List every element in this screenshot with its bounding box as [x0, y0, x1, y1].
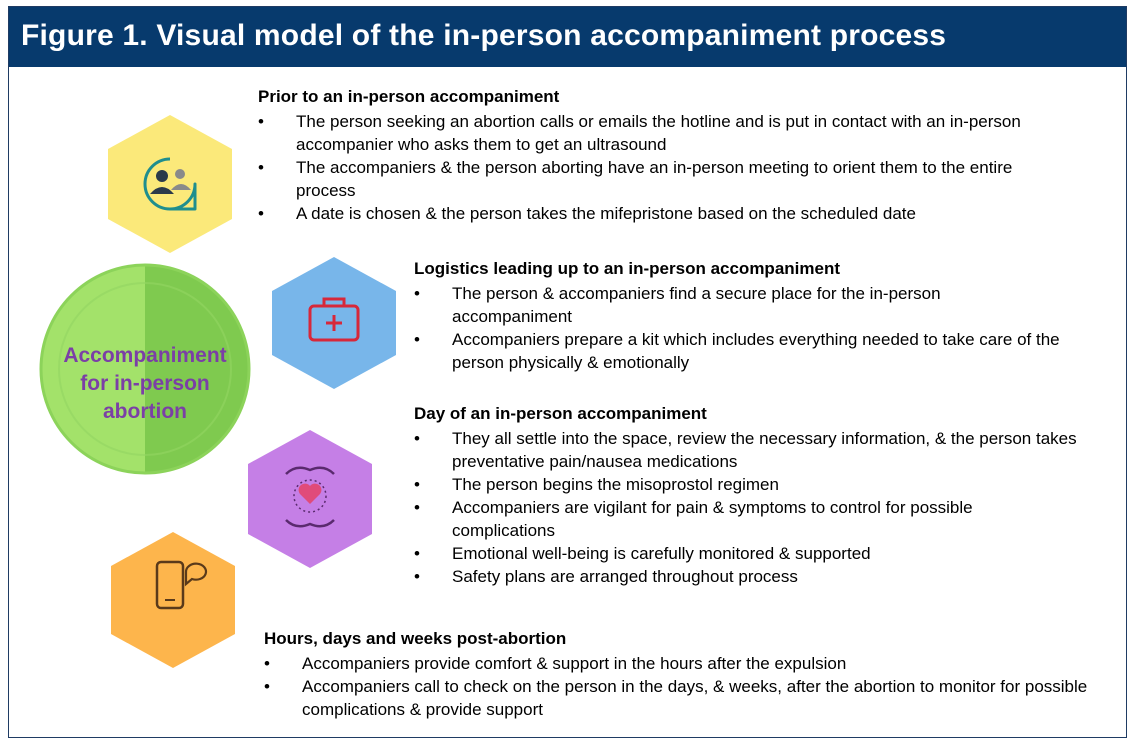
section-prior: Prior to an in-person accompaniment The …: [258, 86, 1098, 225]
people-chat-icon: [143, 157, 197, 211]
section-heading: Day of an in-person accompaniment: [414, 404, 707, 423]
section-heading: Hours, days and weeks post-abortion: [264, 629, 567, 648]
bullet-item: They all settle into the space, review t…: [414, 427, 1114, 473]
figure-header: Figure 1. Visual model of the in-person …: [9, 7, 1126, 67]
hex-orange: [111, 532, 235, 668]
center-label: Accompaniment for in-person abortion: [63, 344, 227, 423]
figure-title: Figure 1. Visual model of the in-person …: [21, 19, 947, 52]
section-logistics: Logistics leading up to an in-person acc…: [414, 258, 1104, 374]
hex-blue: [272, 257, 396, 389]
hex-purple: [248, 430, 372, 568]
bullet-item: The person seeking an abortion calls or …: [258, 110, 1098, 156]
section-heading: Prior to an in-person accompaniment: [258, 87, 560, 106]
section-post: Hours, days and weeks post-abortion Acco…: [264, 628, 1104, 721]
bullet-item: Accompaniers are vigilant for pain & sym…: [414, 496, 1062, 542]
bullet-item: Accompaniers prepare a kit which include…: [414, 328, 1092, 374]
bullet-item: Safety plans are arranged throughout pro…: [414, 565, 1114, 588]
first-aid-kit-icon: [308, 297, 360, 342]
caring-hands-heart-icon: [285, 466, 335, 528]
bullet-item: The accompaniers & the person aborting h…: [258, 156, 1056, 202]
phone-message-icon: [155, 560, 208, 610]
bullet-item: Accompaniers call to check on the person…: [264, 675, 1102, 721]
section-day: Day of an in-person accompaniment They a…: [414, 403, 1114, 588]
section-heading: Logistics leading up to an in-person acc…: [414, 259, 840, 278]
bullet-item: A date is chosen & the person takes the …: [258, 202, 1098, 225]
bullet-item: Emotional well-being is carefully monito…: [414, 542, 1114, 565]
bullet-item: The person begins the misoprostol regime…: [414, 473, 1114, 496]
hex-yellow: [108, 115, 232, 253]
bullet-item: The person & accompaniers find a secure …: [414, 282, 1012, 328]
bullet-item: Accompaniers provide comfort & support i…: [264, 652, 1104, 675]
